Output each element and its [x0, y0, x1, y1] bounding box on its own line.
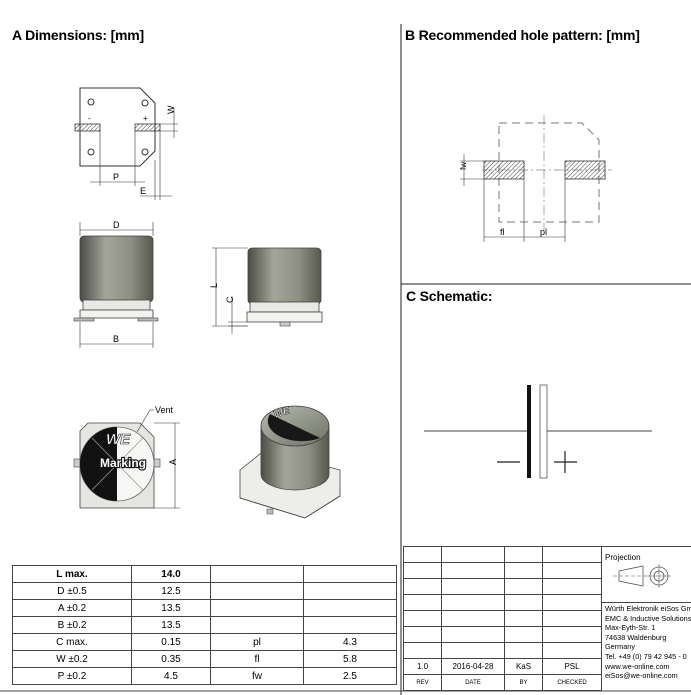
we-logo-iso: WE	[273, 405, 292, 421]
checked-value: PSL	[542, 658, 602, 675]
table-cell: 12.5	[131, 582, 211, 600]
revision-value: 1.0	[403, 658, 442, 675]
table-cell: W ±0.2	[12, 650, 132, 668]
c-label: C	[225, 296, 235, 303]
table-cell	[210, 582, 304, 600]
table-cell: 0.35	[131, 650, 211, 668]
section-c-title: C Schematic:	[406, 288, 493, 304]
we-logo-front: WE	[106, 431, 131, 448]
vent-label: Vent	[155, 405, 174, 415]
projection-label: Projection	[605, 553, 641, 562]
checked-header: CHECKED	[542, 674, 602, 691]
by-value: KaS	[504, 658, 543, 675]
company-line: www.we-online.com	[605, 661, 670, 671]
isometric-view: WE	[239, 405, 341, 519]
e-label: E	[140, 186, 146, 196]
table-cell: B ±0.2	[12, 616, 132, 634]
marking-view: WE Marking Vent A	[73, 405, 180, 509]
table-cell: 13.5	[131, 616, 211, 634]
table-row: L max.14.0	[12, 565, 397, 583]
projection-symbol-icon	[618, 565, 644, 587]
projection-box: Projection	[601, 546, 691, 603]
company-line: Max-Eyth-Str. 1	[605, 623, 656, 633]
table-cell	[210, 565, 304, 583]
capacitor-schematic	[424, 384, 652, 479]
pl-label: pl	[540, 227, 547, 237]
by-header: BY	[504, 674, 543, 691]
table-cell: 4.3	[303, 633, 397, 651]
table-cell: 0.15	[131, 633, 211, 651]
section-a-title: A Dimensions: [mm]	[12, 27, 145, 43]
company-info: Würth Elektronik eiSos GmbH EMC & Induct…	[605, 604, 691, 681]
w-label: W	[166, 105, 176, 114]
table-cell: fl	[210, 650, 304, 668]
table-cell	[303, 582, 397, 600]
a-label: A	[168, 459, 178, 465]
fw-label: fw	[459, 162, 468, 170]
table-cell: 14.0	[131, 565, 211, 583]
dimensions-drawing: - + W P E D B	[73, 87, 341, 519]
rev-header: REV	[403, 674, 442, 691]
top-view: - + W P E	[74, 87, 178, 200]
minus-label: -	[88, 114, 91, 123]
company-line: Tel. +49 (0) 79 42 945 - 0	[605, 651, 687, 661]
fl-label: fl	[500, 227, 505, 237]
front-view: D B	[73, 220, 159, 348]
table-cell: fw	[210, 667, 304, 685]
table-cell: 5.8	[303, 650, 397, 668]
table-cell: 4.5	[131, 667, 211, 685]
company-line: Würth Elektronik eiSos GmbH	[605, 604, 691, 613]
hole-pattern-drawing: fw fl pl	[459, 115, 612, 242]
l-label: L	[209, 283, 219, 288]
side-view: L C	[209, 247, 323, 334]
company-line: eiSos@we-online.com	[605, 671, 678, 681]
table-cell: P ±0.2	[12, 667, 132, 685]
table-cell: A ±0.2	[12, 599, 132, 617]
company-line: EMC & Inductive Solutions	[605, 613, 691, 623]
plus-label: +	[143, 114, 148, 123]
d-label: D	[113, 220, 120, 230]
table-cell	[210, 616, 304, 634]
date-header: DATE	[441, 674, 505, 691]
table-cell: pl	[210, 633, 304, 651]
section-b-title: B Recommended hole pattern: [mm]	[405, 27, 640, 43]
table-cell: 13.5	[131, 599, 211, 617]
revision-block: 1.0 2016-04-28 KaS PSL REV DATE BY CHECK…	[403, 546, 602, 691]
company-line: 74638 Waldenburg	[605, 632, 667, 642]
table-cell	[303, 565, 397, 583]
table-cell	[303, 616, 397, 634]
b-label: B	[113, 334, 119, 344]
table-cell	[210, 599, 304, 617]
date-value: 2016-04-28	[441, 658, 505, 675]
table-cell: D ±0.5	[12, 582, 132, 600]
p-label: P	[113, 172, 119, 182]
table-cell: C max.	[12, 633, 132, 651]
marking-label: Marking	[100, 456, 146, 470]
company-line: Germany	[605, 642, 636, 652]
table-cell: L max.	[12, 565, 132, 583]
table-cell	[303, 599, 397, 617]
table-cell: 2.5	[303, 667, 397, 685]
